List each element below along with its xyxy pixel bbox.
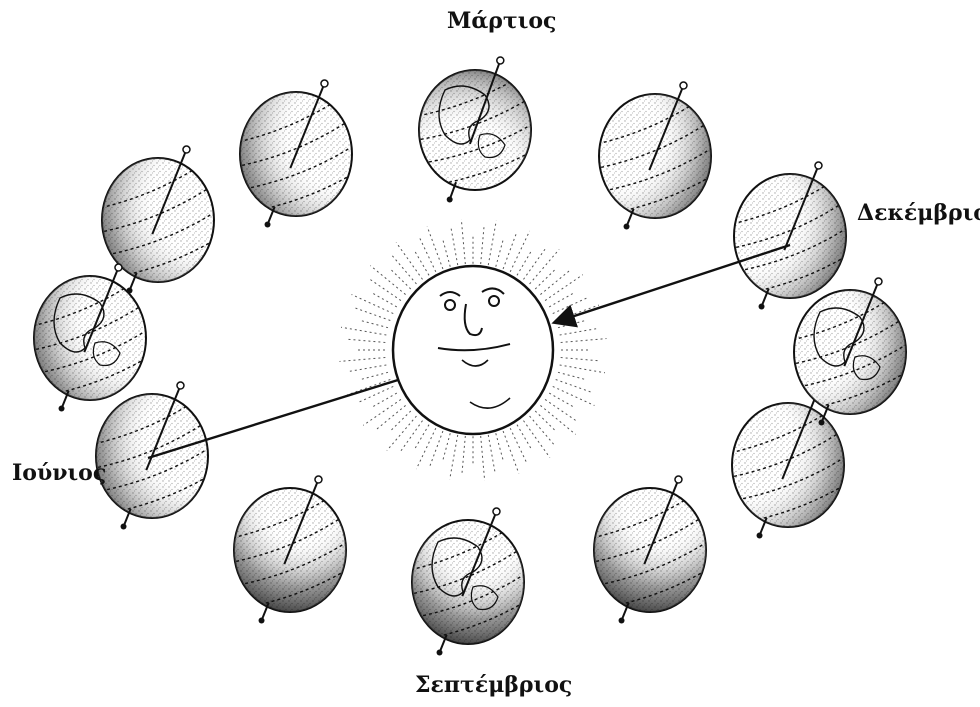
earth-globe-icon (83, 146, 235, 293)
sun-ray (510, 231, 529, 272)
sun-ray (558, 320, 587, 328)
sun-ray (392, 255, 416, 284)
sun-ray (523, 249, 545, 280)
sun-ray (370, 279, 401, 300)
sun-ray (349, 365, 386, 371)
label-september: Σεπτέμβριος (415, 672, 572, 698)
sun-ray (553, 298, 587, 314)
sun-ray (535, 411, 556, 432)
sun-ray (390, 411, 411, 432)
sun-ray (503, 234, 516, 269)
sun-ray (558, 372, 587, 380)
sun-ray (363, 399, 401, 425)
sun-ray (390, 268, 411, 289)
sun-ray (540, 271, 569, 295)
earth-globe-icon (221, 80, 373, 227)
sun-ray (396, 242, 422, 279)
sun-ray (488, 435, 495, 472)
sun-ray (561, 339, 607, 343)
sun-ray (553, 386, 595, 405)
sun-ray (481, 436, 485, 481)
sun-ray (450, 435, 458, 479)
sun-ray (523, 421, 549, 458)
sun-ray (488, 221, 496, 265)
sun-ray (347, 339, 385, 342)
sun-ray (355, 308, 391, 321)
sun-ray (530, 249, 560, 284)
sun-ray (370, 266, 405, 295)
sun-ray (427, 227, 443, 269)
sun-ray (461, 219, 465, 264)
sun-ray (462, 436, 465, 473)
sun-ray (359, 372, 388, 380)
sun-ray (416, 428, 435, 469)
sun-ray (341, 327, 386, 335)
sun-ray (376, 405, 405, 429)
sun-ray (496, 238, 504, 266)
sun-ray (510, 428, 526, 462)
sun-ray (352, 295, 394, 314)
sun-face-icon (393, 266, 553, 434)
earth-globe-icon (575, 476, 727, 623)
sun-ray (503, 431, 519, 473)
sun-ray (451, 228, 458, 265)
sun-ray (387, 416, 417, 451)
earth-globe-icon (15, 264, 167, 411)
sun-ray (401, 421, 423, 452)
sun-ray (545, 399, 576, 420)
sun-ray (420, 238, 436, 272)
label-june: Ιούνιος (12, 460, 106, 486)
sun-ray (442, 238, 450, 266)
sun-ray (530, 416, 554, 445)
sun-ray (560, 365, 605, 373)
sun-ray (556, 379, 592, 392)
sun-ray (556, 305, 599, 320)
sun-ray (545, 275, 583, 301)
sun-ray (496, 433, 504, 461)
sun-ray (535, 268, 556, 289)
earth-globe-icon (401, 57, 552, 203)
sun-ray (561, 358, 599, 361)
sun-ray (540, 405, 575, 434)
sun-ray (347, 379, 390, 394)
sun-ray (560, 329, 597, 335)
earth-globe-icon (715, 162, 867, 309)
label-december: Δεκέμβριος (857, 200, 980, 226)
earth-globe-icon (580, 82, 732, 229)
label-march: Μάρτιος (447, 8, 556, 34)
sun-ray (430, 431, 443, 466)
sun-ray (481, 227, 484, 264)
sun-ray (359, 386, 393, 402)
sun-ray (359, 320, 388, 328)
earth-globe-icon (393, 508, 545, 655)
sun-ray (340, 358, 386, 362)
sun-ray (442, 433, 450, 461)
earth-globe-icon (215, 476, 367, 623)
